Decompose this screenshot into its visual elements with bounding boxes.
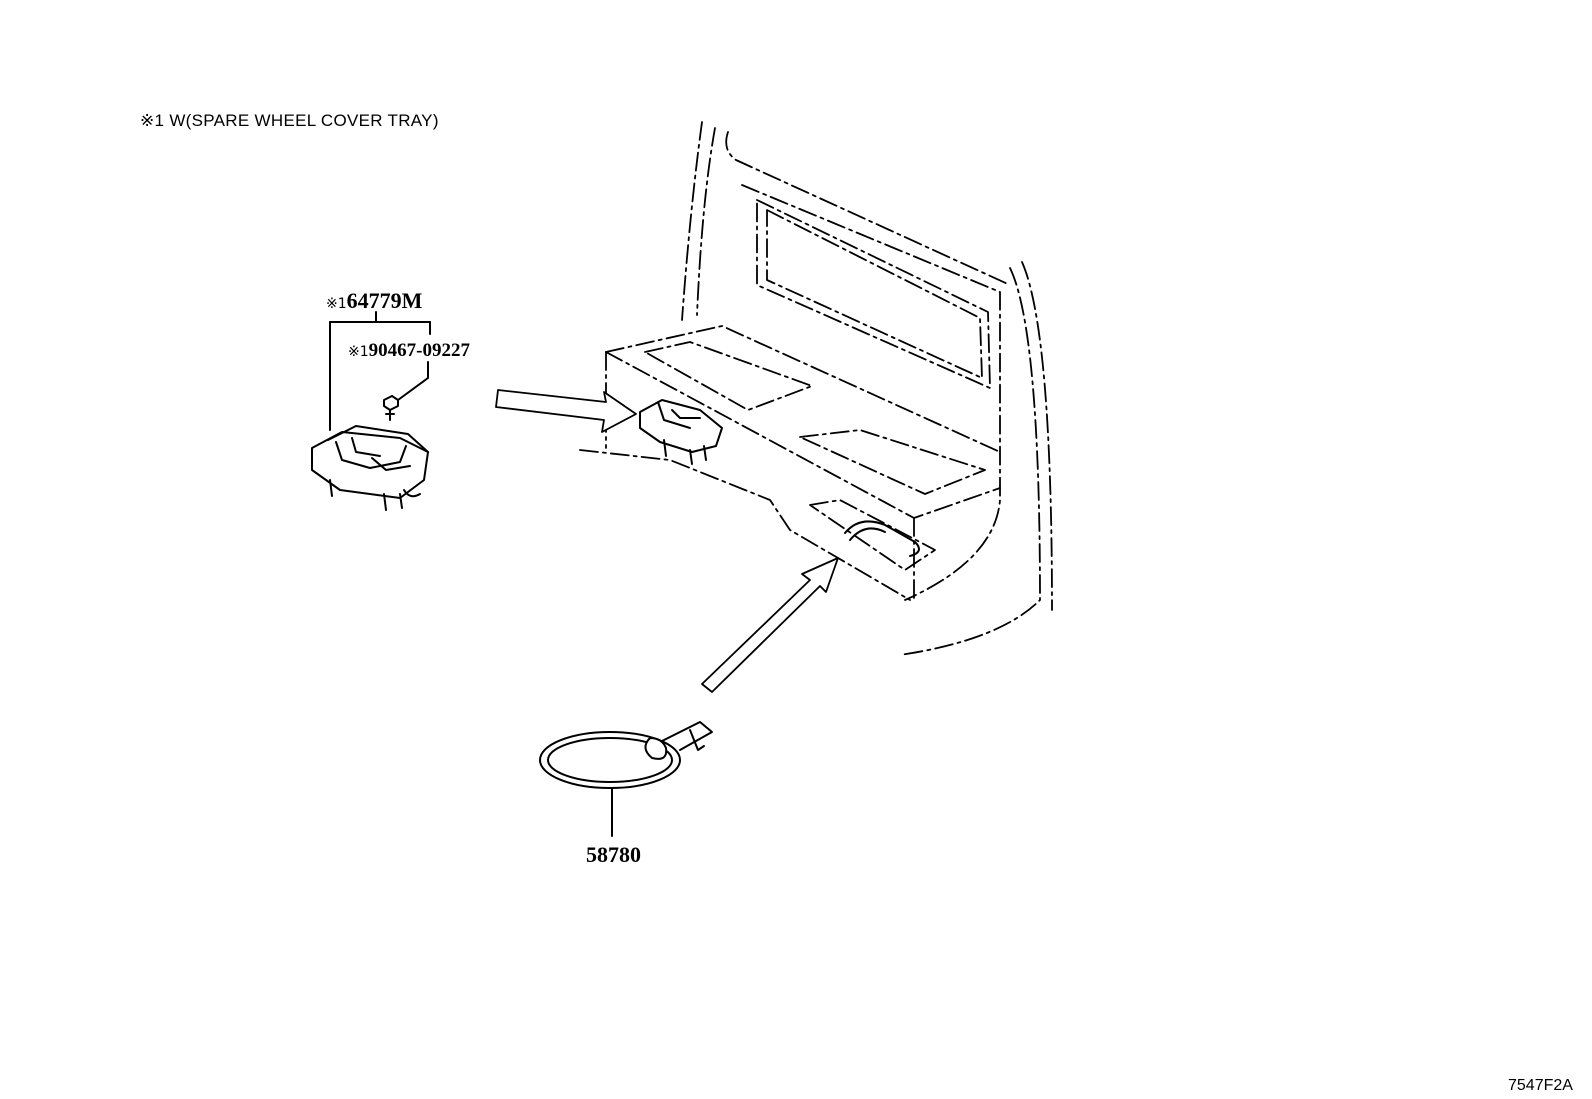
hook-part-illustration (311, 425, 429, 511)
screw-illustration (383, 395, 399, 421)
installed-hook (639, 399, 723, 465)
part-marker: ※1 (326, 296, 347, 312)
legend-note: ※1 W(SPARE WHEEL COVER TRAY) (140, 111, 439, 130)
vehicle-body-outline (579, 121, 1053, 656)
arrow-to-hook-location (495, 389, 637, 433)
part-number-label: 64779M (346, 288, 423, 313)
arrow-to-strap-location (701, 557, 839, 693)
strap-part-illustration (539, 721, 713, 789)
installed-strap (844, 520, 920, 557)
part-number-90467-09227: ※190467-09227 (348, 340, 470, 362)
part-marker: ※1 (348, 344, 369, 360)
part-number-label: 90467-09227 (368, 340, 470, 361)
part-number-58780: 58780 (586, 842, 641, 867)
leader-lines (329, 311, 613, 837)
illustration-code: 7547F2A (1508, 1077, 1573, 1094)
part-number-64779M: ※164779M (326, 288, 422, 314)
